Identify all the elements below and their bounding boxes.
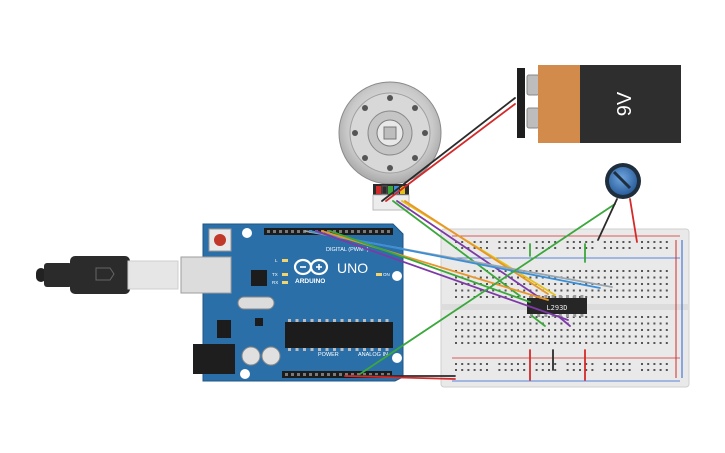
wire-motor-green — [392, 200, 521, 297]
l293d-driver-chip[interactable]: L293D — [527, 295, 587, 317]
power-analog-header[interactable] — [282, 371, 392, 378]
atmega-pins — [288, 319, 389, 351]
wire-digital-purple — [315, 230, 569, 321]
battery-9v[interactable]: 9V — [517, 65, 681, 143]
usb-cable — [36, 256, 179, 294]
potentiometer[interactable] — [605, 163, 641, 199]
wire-pot-gnd — [597, 198, 618, 241]
tx-led-label: TX — [272, 272, 278, 277]
wire-battery-positive — [385, 103, 516, 202]
arduino-logo — [293, 258, 329, 276]
rx-led-label: RX — [272, 280, 278, 285]
l-led-label: L — [275, 258, 278, 263]
arduino-uno-board[interactable]: UNO ARDUINO DIGITAL (PWM~) POWER ANALOG … — [36, 223, 404, 382]
l293d-label: L293D — [546, 304, 567, 312]
on-led-label: ON — [383, 272, 390, 277]
wire-battery-negative — [381, 97, 516, 202]
analog-label: ANALOG IN — [358, 352, 388, 358]
dc-motor[interactable] — [338, 81, 442, 211]
digital-header-label: DIGITAL (PWM~) — [326, 247, 369, 253]
arduino-brand-label: ARDUINO — [295, 278, 325, 285]
battery-label: 9V — [614, 91, 636, 116]
wire-5v — [344, 375, 456, 380]
wire-digital-orange — [321, 230, 549, 301]
breadboard-holes — [455, 241, 668, 371]
header-pins — [267, 230, 390, 376]
power-label: POWER — [318, 352, 339, 358]
wire-motor-purple — [396, 200, 541, 299]
wire-pot-vcc — [629, 198, 638, 243]
wire-digital-green — [329, 230, 531, 303]
wire-motor-orange — [404, 200, 549, 295]
wire-pot-wiper — [359, 203, 616, 375]
wires[interactable] — [304, 97, 638, 381]
uno-label: UNO — [337, 260, 368, 276]
